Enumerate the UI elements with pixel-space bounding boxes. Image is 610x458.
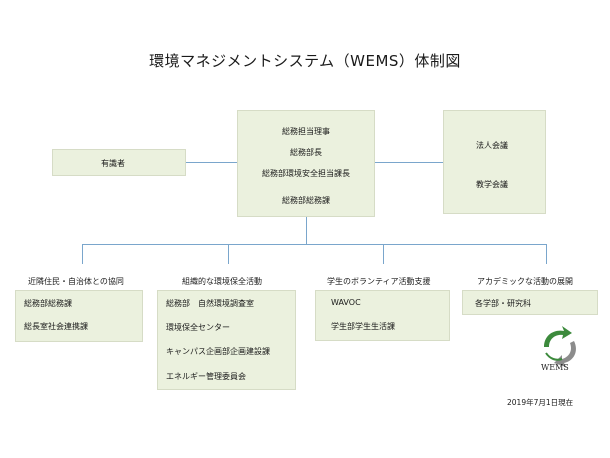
category-item: キャンパス企画部企画建設課 — [166, 347, 270, 356]
category-label-academic: アカデミックな活動の展開 — [477, 277, 573, 286]
connector-branch-2 — [228, 244, 229, 264]
category-label-volunteer: 学生のボランティア活動支援 — [327, 277, 431, 286]
connector-branch-3 — [383, 244, 384, 264]
category-item: 各学部・研究科 — [475, 299, 531, 308]
connector-branch-horizontal — [82, 244, 547, 245]
connector-right — [375, 162, 443, 163]
council-line-1: 法人会議 — [476, 141, 508, 150]
wems-logo: WEMS — [536, 323, 582, 373]
connector-branch-4 — [546, 244, 547, 264]
center-line-2: 総務部長 — [290, 148, 322, 157]
category-box-community: 総務部総務課 総長室社会連携課 — [15, 290, 143, 342]
expert-box: 有識者 — [52, 149, 186, 176]
category-label-community: 近隣住民・自治体との協同 — [28, 277, 124, 286]
diagram-title: 環境マネジメントシステム（WEMS）体制図 — [149, 52, 461, 70]
logo-text: WEMS — [541, 363, 569, 372]
category-item: エネルギー管理委員会 — [166, 372, 246, 381]
category-item: 総務部 自然環境調査室 — [166, 299, 254, 308]
category-label-conservation: 組織的な環境保全活動 — [182, 277, 262, 286]
council-box: 法人会議 教学会議 — [443, 110, 546, 214]
category-item: 総長室社会連携課 — [24, 322, 88, 331]
expert-label: 有識者 — [101, 159, 125, 168]
category-item: 環境保全センター — [166, 323, 230, 332]
central-management-box: 総務担当理事 総務部長 総務部環境安全担当課長 総務部総務課 — [237, 110, 375, 217]
council-line-2: 教学会議 — [476, 180, 508, 189]
connector-branch-1 — [82, 244, 83, 264]
connector-left — [186, 162, 237, 163]
connector-center-down — [306, 217, 307, 244]
center-line-3: 総務部環境安全担当課長 — [262, 169, 350, 178]
as-of-date: 2019年7月1日現在 — [507, 398, 574, 407]
category-item: 総務部総務課 — [24, 299, 72, 308]
category-item: WAVOC — [331, 298, 361, 307]
center-line-1: 総務担当理事 — [282, 127, 330, 136]
category-box-academic: 各学部・研究科 — [462, 290, 598, 315]
category-box-volunteer: WAVOC 学生部学生生活課 — [315, 290, 450, 341]
center-line-4: 総務部総務課 — [282, 196, 330, 205]
category-item: 学生部学生生活課 — [331, 322, 395, 331]
category-box-conservation: 総務部 自然環境調査室 環境保全センター キャンパス企画部企画建設課 エネルギー… — [157, 290, 296, 390]
recycle-leaf-icon — [544, 326, 576, 367]
